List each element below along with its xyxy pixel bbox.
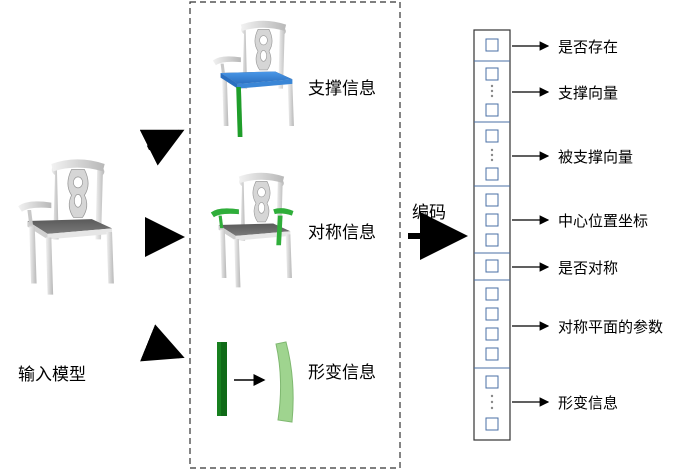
label-symmetry-plane-params: 对称平面的参数 [558, 318, 663, 336]
vector-cell [485, 129, 499, 143]
vector-cell [485, 38, 499, 52]
vector-cell [485, 103, 499, 117]
vector-cell [485, 327, 499, 341]
vector-cell [485, 193, 499, 207]
vector-cell [485, 67, 499, 81]
support-info-label: 支撑信息 [308, 79, 376, 99]
deform-result-part [275, 341, 294, 423]
input-model-label: 输入模型 [18, 365, 86, 385]
vector-cell [485, 259, 499, 273]
deform-original-part-shade [221, 342, 227, 416]
label-is-symmetric: 是否对称 [558, 259, 618, 277]
label-deformation-info: 形变信息 [558, 394, 618, 412]
vector-cell [485, 213, 499, 227]
input-chair-model [17, 158, 115, 296]
label-supported-vector: 被支撑向量 [558, 148, 633, 166]
arrow-to-deformation [140, 324, 185, 362]
info-panel-dashed-box [189, 1, 401, 469]
feature-vector [473, 29, 511, 441]
deformation-illustration [217, 341, 294, 423]
support-chair [212, 20, 295, 137]
vector-cell [485, 233, 499, 247]
arrow-to-support [139, 129, 185, 166]
input-arrows [139, 129, 185, 362]
label-center-position: 中心位置坐标 [558, 212, 648, 230]
vector-cell [485, 347, 499, 361]
encode-label: 编码 [412, 203, 446, 223]
vector-cell [485, 307, 499, 321]
vector-cell [485, 167, 499, 181]
symmetry-chair [210, 172, 294, 288]
deformation-info-label: 形变信息 [308, 363, 376, 383]
label-support-vector: 支撑向量 [558, 84, 618, 102]
label-exists: 是否存在 [558, 38, 618, 56]
vector-cell [485, 375, 499, 389]
vector-cell [485, 287, 499, 301]
vector-cell [485, 417, 499, 431]
symmetry-info-label: 对称信息 [308, 223, 376, 243]
vector-label-arrows [512, 41, 550, 407]
